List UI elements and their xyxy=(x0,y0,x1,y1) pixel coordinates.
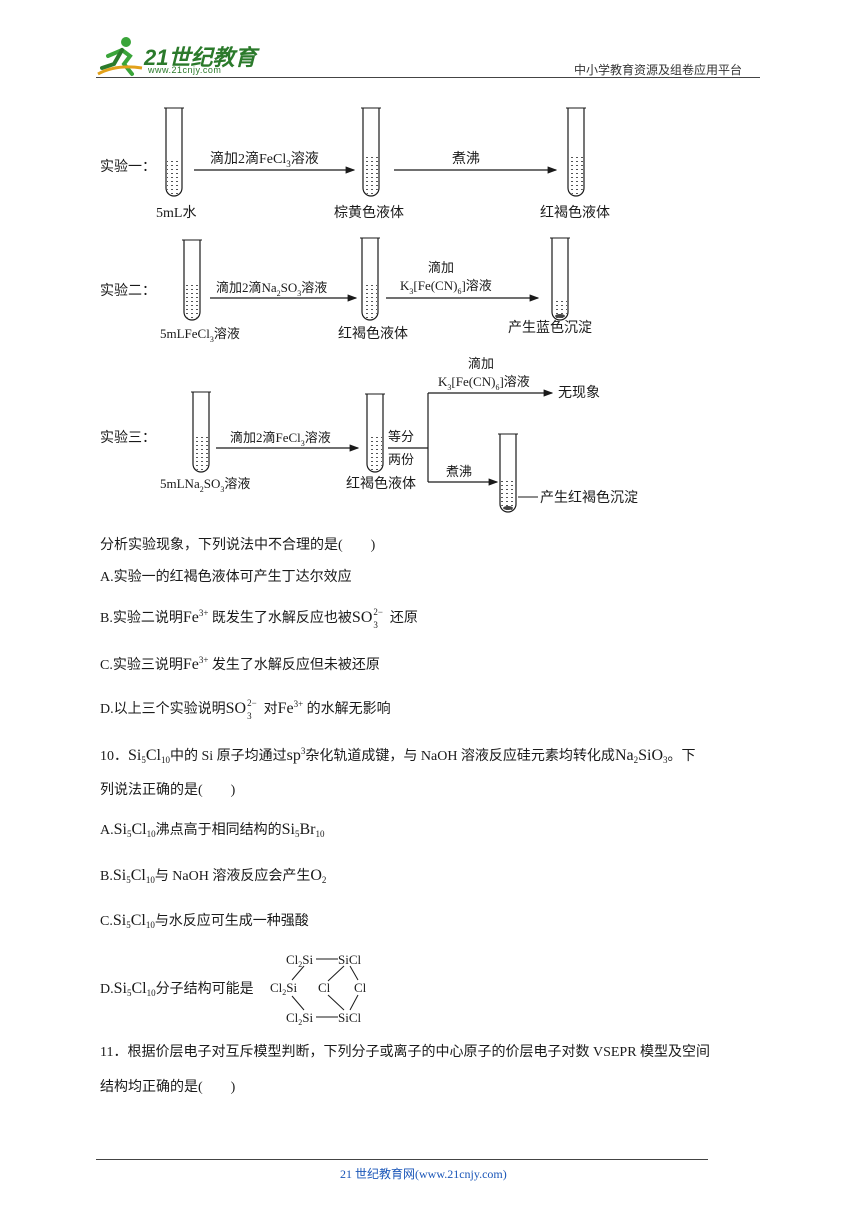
q10-option-c[interactable]: C.Si5Cl10与水反应可生成一种强酸 xyxy=(100,912,309,930)
exp3-label: 实验三： xyxy=(100,430,156,446)
exp3-branch-bottom-result: 产生红褐色沉淀 xyxy=(540,489,638,506)
exp3-tube2-label: 红褐色液体 xyxy=(346,475,416,492)
exp2-tube3-label: 产生蓝色沉淀 xyxy=(508,319,592,336)
exp2-tube-reddish xyxy=(360,237,380,321)
exp2-tube1-sub: 3 xyxy=(210,335,214,344)
q10-option-b[interactable]: B.Si5Cl10与 NaOH 溶液反应会产生O2 xyxy=(100,867,327,885)
q9-option-a[interactable]: A.实验一的红褐色液体可产生丁达尔效应 xyxy=(100,570,352,585)
exp3-split-bottom: 两份 xyxy=(388,452,414,467)
exp1-step1-sub: 3 xyxy=(286,159,291,169)
si5cl10-structure-diagram: Cl2Si SiCl Cl2Si Cl Cl Cl2Si SiCl xyxy=(270,952,367,1027)
svg-text:Cl2Si: Cl2Si xyxy=(286,1010,314,1027)
q9-stem: 分析实验现象，下列说法中不合理的是( ) xyxy=(100,538,376,553)
svg-text:Cl: Cl xyxy=(318,980,331,995)
svg-text:Cl: Cl xyxy=(354,980,367,995)
svg-text:滴加2滴Na2SO3溶液: 滴加2滴Na2SO3溶液 xyxy=(216,280,327,298)
footer-link[interactable]: 21 世纪教育网(www.21cnjy.com) xyxy=(340,1167,507,1181)
q10-stem-line1: 10．Si5Cl10中的 Si 原子均通过sp3杂化轨道成键，与 NaOH 溶液… xyxy=(100,746,696,765)
svg-text:滴加2滴FeCl3溶液: 滴加2滴FeCl3溶液 xyxy=(230,430,331,448)
q9-option-c[interactable]: C.实验三说明Fe3+ 发生了水解反应但未被还原 xyxy=(100,655,380,673)
exp1-tube1-label: 5mL水 xyxy=(156,205,196,221)
exp2-tube-fecl3 xyxy=(182,239,202,321)
exp3-branch-top-a: 滴加 xyxy=(468,356,494,371)
svg-text:Cl2Si: Cl2Si xyxy=(270,980,298,997)
q10-option-a[interactable]: A.Si5Cl10沸点高于相同结构的Si5Br10 xyxy=(100,821,325,839)
footer-rule xyxy=(96,1159,708,1160)
exp3-tube1-a: 5mLNa xyxy=(160,476,200,491)
site-logo[interactable]: 21世纪教育 www.21cnjy.com xyxy=(96,34,266,78)
exp3-branch-top-result: 无现象 xyxy=(558,385,600,401)
svg-text:SiCl: SiCl xyxy=(338,1010,362,1025)
site-tagline: 中小学教育资源及组卷应用平台 xyxy=(574,63,743,77)
exp1-step2: 煮沸 xyxy=(452,151,480,167)
exp1-tube-brownyellow xyxy=(361,107,381,197)
exp2-tube1-b: 溶液 xyxy=(214,326,240,341)
q10-option-d[interactable]: D.Si5Cl10分子结构可能是 xyxy=(100,980,254,998)
exp1-tube-reddish xyxy=(566,107,586,197)
exp3-branch-bottom: 煮沸 xyxy=(446,464,472,479)
experiment-figure: 实验一： 5mL水 滴加2滴FeCl3溶液 棕黄色液体 煮沸 红褐色液体 实验二… xyxy=(100,107,638,513)
svg-text:Cl2Si: Cl2Si xyxy=(286,952,314,969)
svg-text:5mLFeCl3溶液: 5mLFeCl3溶液 xyxy=(160,326,240,344)
logo-name: 21世纪教育 xyxy=(144,45,257,70)
exp1-tube-water xyxy=(164,107,184,197)
exp1-step1-tail: 溶液 xyxy=(291,151,319,167)
exp3-tube-reddish xyxy=(365,393,385,473)
q11-stem-line1: 11．根据价层电子对互斥模型判断，下列分子或离子的中心原子的价层电子对数 VSE… xyxy=(100,1045,711,1060)
exp1-label: 实验一： xyxy=(100,159,156,175)
exp2-label: 实验二： xyxy=(100,283,156,299)
exp3-step1: 滴加2滴FeCl xyxy=(230,430,301,445)
logo-url: www.21cnjy.com xyxy=(148,65,222,75)
exp1-tube2-label: 棕黄色液体 xyxy=(334,204,404,221)
exp1-tube3-label: 红褐色液体 xyxy=(540,204,610,221)
q11-stem-line2: 结构均正确的是( ) xyxy=(100,1080,236,1095)
exp3-tube-na2so3 xyxy=(191,391,211,473)
exp2-tube-blue-precipitate xyxy=(550,237,570,321)
svg-text:K3[Fe(CN)6]溶液: K3[Fe(CN)6]溶液 xyxy=(438,374,530,392)
exp2-tube1-a: 5mLFeCl xyxy=(160,326,210,341)
header-rule xyxy=(96,77,760,78)
exp3-tube-red-precipitate xyxy=(498,433,518,513)
svg-text:5mLNa2SO3溶液: 5mLNa2SO3溶液 xyxy=(160,476,250,494)
svg-text:K3[Fe(CN)6]溶液: K3[Fe(CN)6]溶液 xyxy=(400,278,492,296)
exp2-tube2-label: 红褐色液体 xyxy=(338,325,408,342)
q10-stem-line2: 列说法正确的是( ) xyxy=(100,783,236,798)
exp1-step1: 滴加2滴FeCl xyxy=(210,150,286,167)
svg-text:SiCl: SiCl xyxy=(338,952,362,967)
svg-text:滴加2滴FeCl3溶液: 滴加2滴FeCl3溶液 xyxy=(210,150,319,169)
runner-logo-icon xyxy=(97,37,143,76)
exp2-step1: 滴加2滴Na xyxy=(216,280,277,295)
exp3-split-top: 等分 xyxy=(388,429,414,444)
exp2-step2-top: 滴加 xyxy=(428,260,454,275)
